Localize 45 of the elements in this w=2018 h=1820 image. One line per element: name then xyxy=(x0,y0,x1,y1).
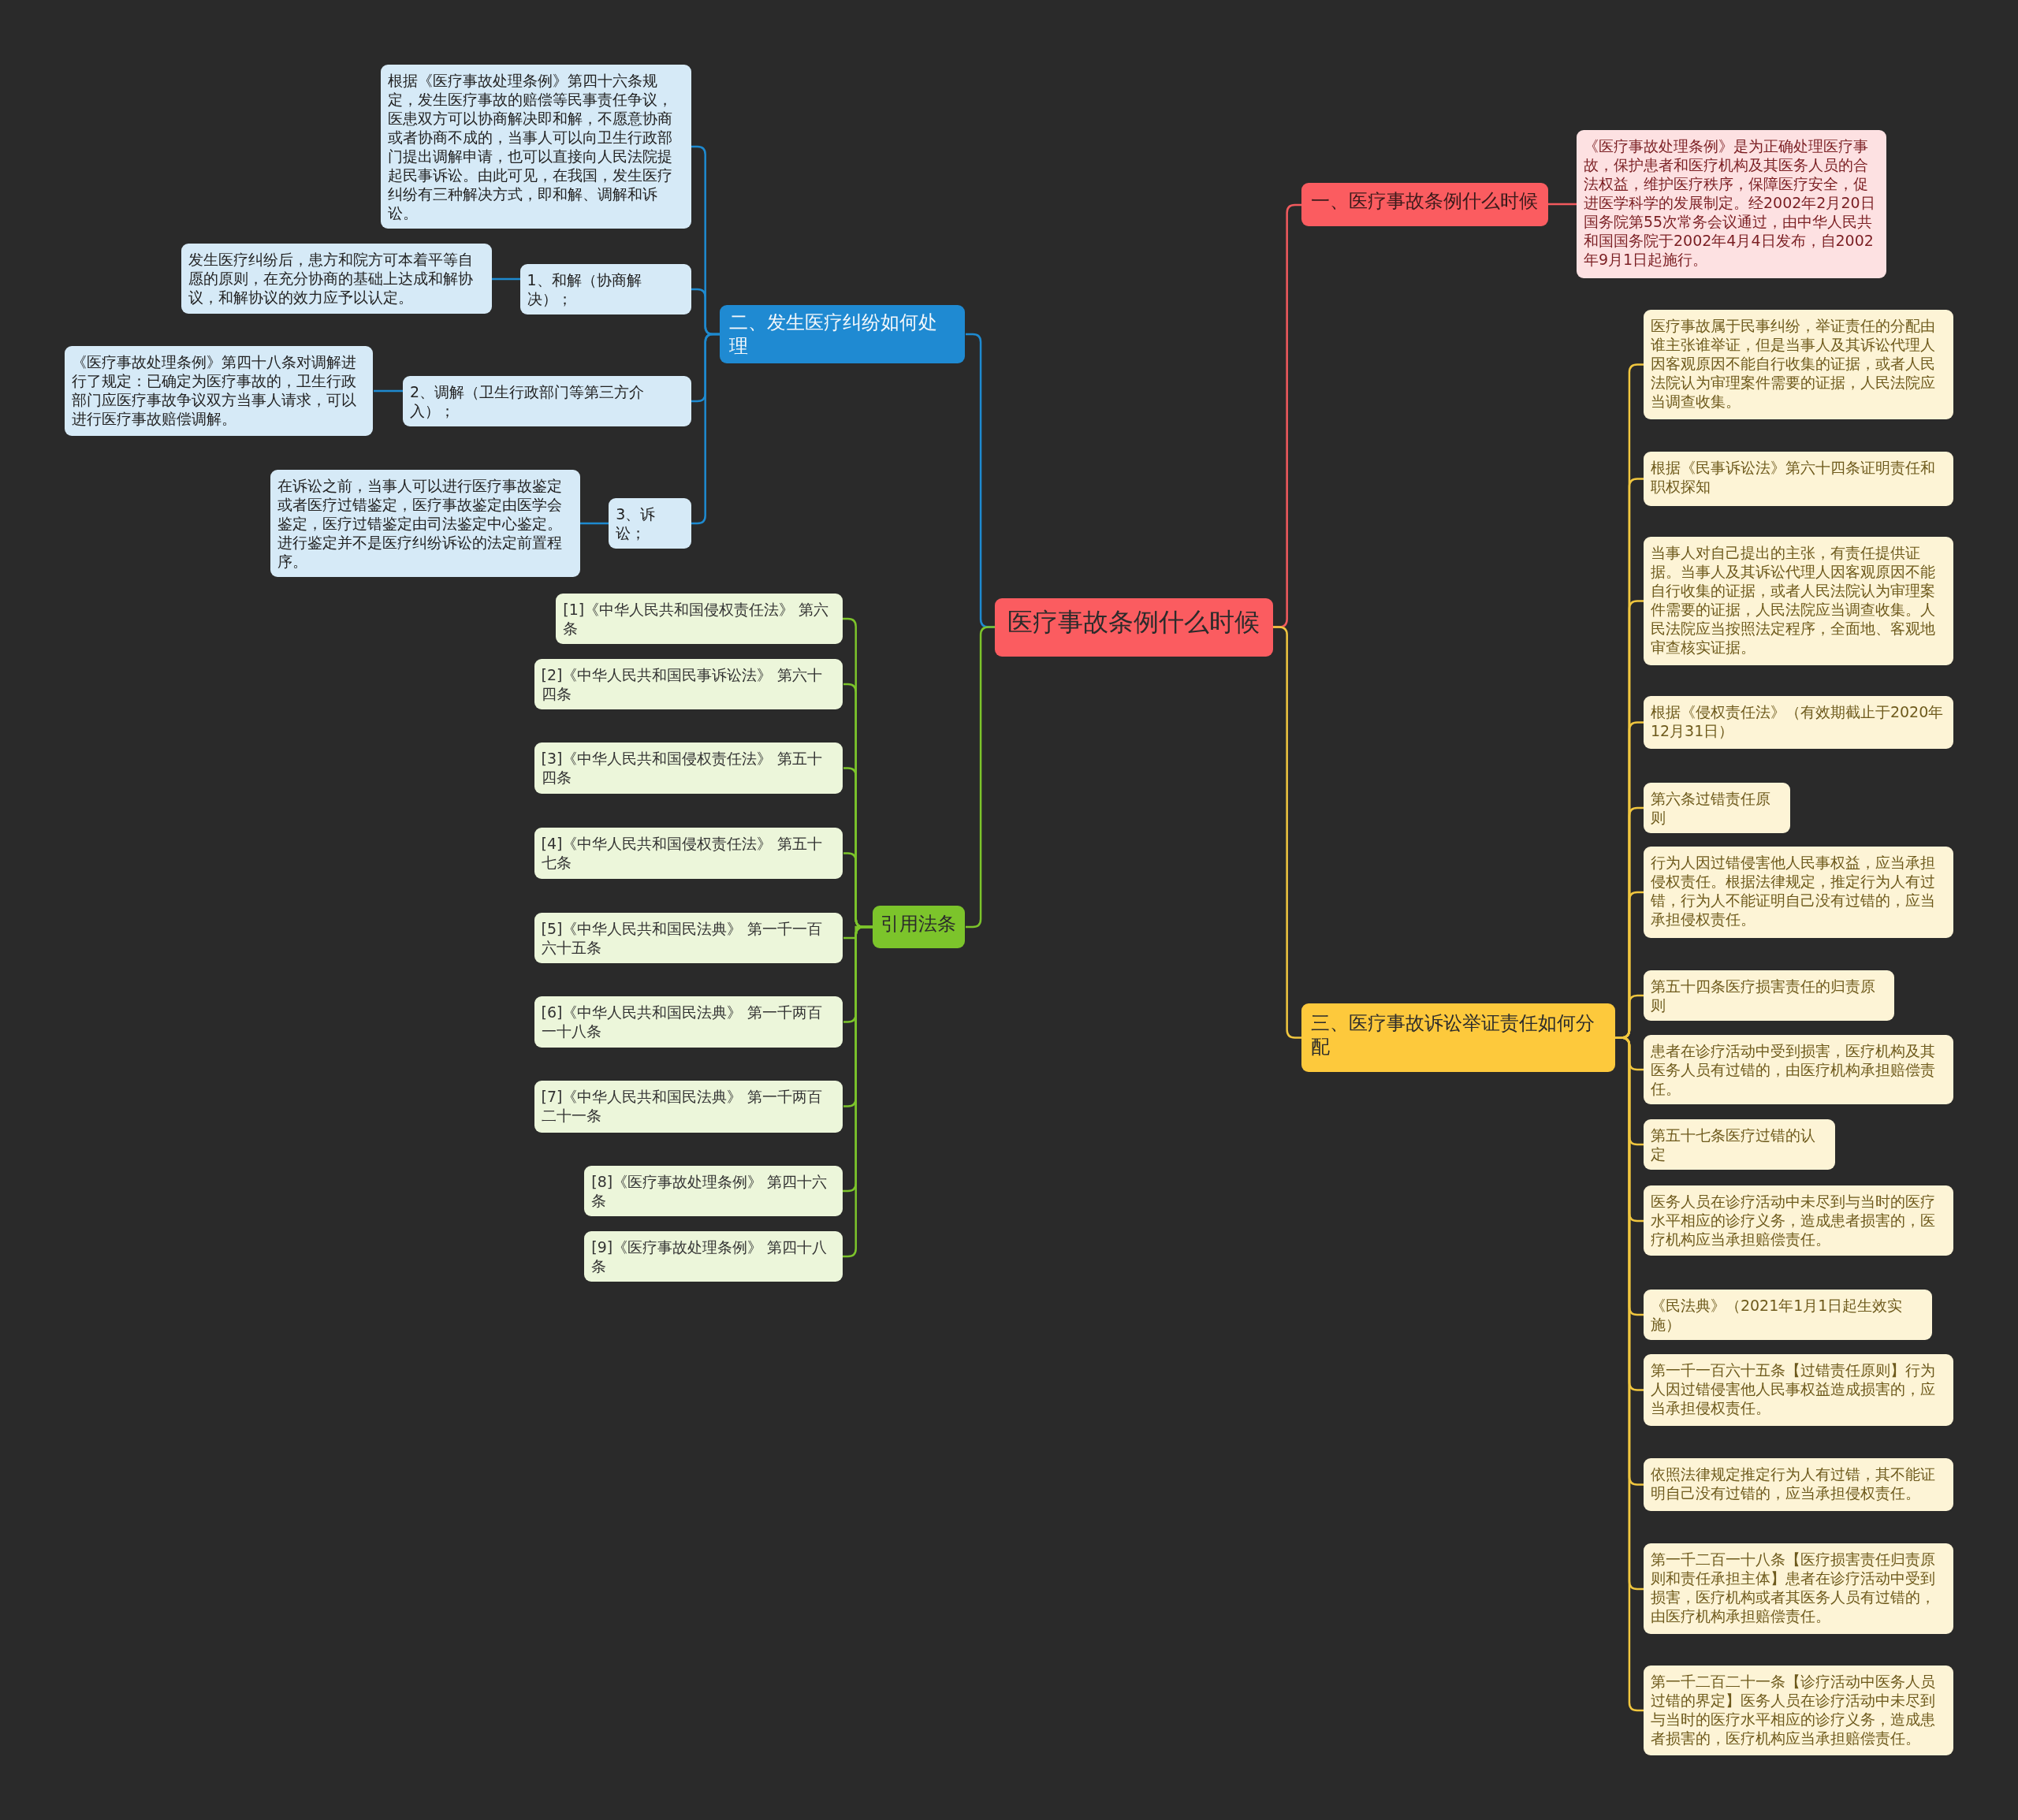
note-box: 3、诉讼； xyxy=(609,497,691,549)
citation-box: [5]《中华人民共和国民法典》 第一千一百六十五条 xyxy=(534,912,843,963)
note-box: 当事人对自己提出的主张，有责任提供证据。当事人及其诉讼代理人因客观原因不能自行收集的证据，或者人民法院认为审理案件需要的证据，人民法院应当调查收集。人民法院应当按照法定程序，全面地、客观地审查核实证据。 xyxy=(1643,536,1954,666)
note-box: 医疗事故属于民事纠纷，举证责任的分配由谁主张谁举证，但是当事人及其诉讼代理人因客观原因不能自行收集的证据，或者人民法院认为审理案件需要的证据，人民法院应当调查收集。 xyxy=(1643,310,1954,420)
note-box: 《民法典》（2021年1月1日起生效实施） xyxy=(1643,1289,1932,1340)
note-box: 《医疗事故处理条例》是为正确处理医疗事故，保护患者和医疗机构及其医务人员的合法权益，维护医疗秩序，保障医疗安全，促进医学科学的发展制定。经2002年2月20日国务院第55次常务会议通过，由中华人民共和国国务院于2002年4月4日发布，自2002年9月1日起施行。 xyxy=(1577,129,1887,278)
branch-topic-box: 三、医疗事故诉讼举证责任如何分配 xyxy=(1301,1003,1615,1072)
citation-box: [9]《医疗事故处理条例》 第四十八条 xyxy=(584,1231,843,1282)
citation-box: [7]《中华人民共和国民法典》 第一千两百二十一条 xyxy=(534,1081,843,1133)
note-box: 患者在诊疗活动中受到损害，医疗机构及其医务人员有过错的，由医疗机构承担赔偿责任。 xyxy=(1643,1034,1954,1104)
root-topic-box: 医疗事故条例什么时候 xyxy=(995,598,1273,657)
connector-line xyxy=(580,522,609,525)
branch-topic-box: 引用法条 xyxy=(872,906,966,949)
note-box: 行为人因过错侵害他人民事权益，应当承担侵权责任。根据法律规定，推定行为人有过错，行为人不能证明自己没有过错的，应当承担侵权责任。 xyxy=(1643,847,1954,939)
branch-topic-box: 一、医疗事故条例什么时候 xyxy=(1301,182,1549,227)
note-box: 根据《医疗事故处理条例》第四十六条规定，发生医疗事故的赔偿等民事责任争议，医患双方可以协商解决即和解，不愿意协商或者协商不成的，当事人可以向卫生行政部门提出调解申请，也可以直接向人民法院提起民事诉讼。由此可见，在我国，发生医疗纠纷有三种解决方式，即和解、调解和诉讼。 xyxy=(381,64,691,229)
connector-line xyxy=(1273,626,1301,1039)
note-box: 第一千一百六十五条【过错责任原则】行为人因过错侵害他人民事权益造成损害的，应当承担侵权责任。 xyxy=(1643,1353,1954,1426)
note-box: 医务人员在诊疗活动中未尽到与当时的医疗水平相应的诊疗义务，造成患者损害的，医疗机构应当承担赔偿责任。 xyxy=(1643,1185,1954,1256)
citation-box: [2]《中华人民共和国民事诉讼法》 第六十四条 xyxy=(534,658,843,709)
note-box: 依照法律规定推定行为人有过错，其不能证明自己没有过错的，应当承担侵权责任。 xyxy=(1643,1457,1954,1511)
connector-line xyxy=(1548,203,1577,206)
connector-line xyxy=(843,925,873,1258)
citation-box: [3]《中华人民共和国侵权责任法》 第五十四条 xyxy=(534,743,843,795)
note-box: 第六条过错责任原则 xyxy=(1643,782,1790,833)
citation-box: [1]《中华人民共和国侵权责任法》 第六条 xyxy=(556,593,843,644)
citation-box: [6]《中华人民共和国民法典》 第一千两百一十八条 xyxy=(534,996,843,1048)
note-box: 第五十七条医疗过错的认定 xyxy=(1643,1119,1836,1171)
note-box: 发生医疗纠纷后，患方和院方可本着平等自愿的原则，在充分协商的基础上达成和解协议，和解协议的效力应予以认定。 xyxy=(181,243,492,314)
connector-line xyxy=(966,626,995,929)
note-box: 根据《民事诉讼法》第六十四条证明责任和职权探知 xyxy=(1643,452,1954,506)
note-box: 根据《侵权责任法》（有效期截止于2020年12月31日） xyxy=(1643,696,1954,750)
note-box: 在诉讼之前，当事人可以进行医疗事故鉴定或者医疗过错鉴定，医疗事故鉴定由医学会鉴定，医疗过错鉴定由司法鉴定中心鉴定。进行鉴定并不是医疗纠纷诉讼的法定前置程序。 xyxy=(270,469,581,577)
note-box: 2、调解（卫生行政部门等第三方介入）； xyxy=(403,375,691,426)
citation-box: [4]《中华人民共和国侵权责任法》 第五十七条 xyxy=(534,827,843,880)
note-box: 第一千二百一十八条【医疗损害责任归责原则和责任承担主体】患者在诊疗活动中受到损害，医疗机构或者其医务人员有过错的，由医疗机构承担赔偿责任。 xyxy=(1643,1543,1954,1635)
connector-line xyxy=(491,277,520,281)
note-box: 《医疗事故处理条例》第四十八条对调解进行了规定：已确定为医疗事故的，卫生行政部门应医疗事故争议双方当事人请求，可以进行医疗事故赔偿调解。 xyxy=(64,346,374,437)
note-box: 1、和解（协商解决）； xyxy=(519,263,691,314)
citation-box: [8]《医疗事故处理条例》 第四十六条 xyxy=(584,1166,843,1217)
connector-line xyxy=(691,333,720,525)
note-box: 第五十四条医疗损害责任的归责原则 xyxy=(1643,970,1895,1021)
connector-line xyxy=(374,389,403,393)
note-box: 第一千二百二十一条【诊疗活动中医务人员过错的界定】医务人员在诊疗活动中未尽到与当时的医疗水平相应的诊疗义务，造成患者损害的，医疗机构应当承担赔偿责任。 xyxy=(1643,1665,1954,1755)
branch-topic-box: 二、发生医疗纠纷如何处理 xyxy=(719,304,966,363)
